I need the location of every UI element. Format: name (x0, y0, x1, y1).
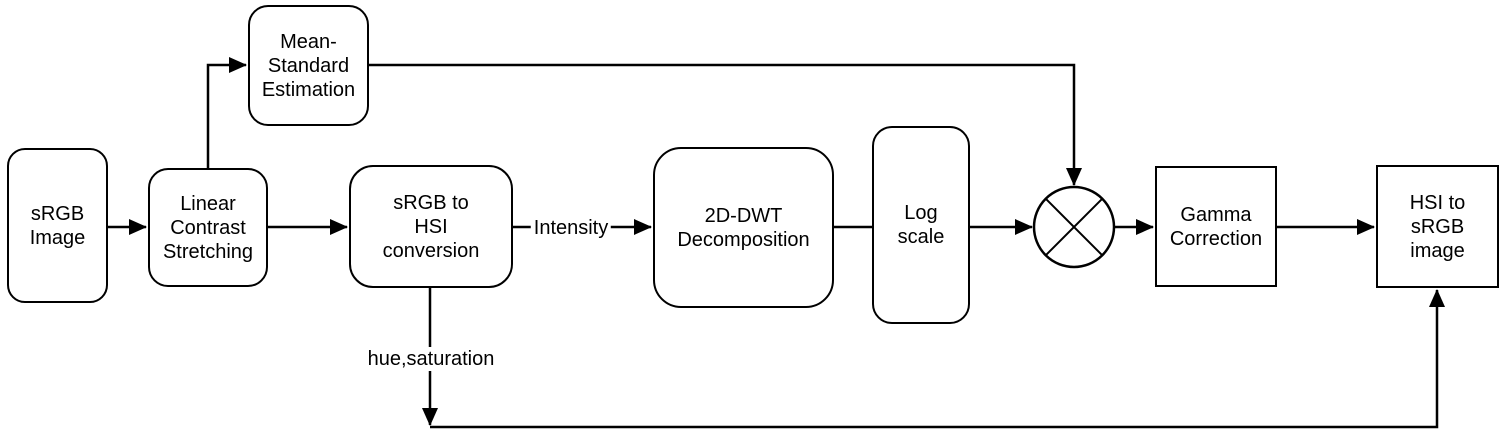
edge-lcs-to-meanstd (206, 57, 247, 168)
node-gamma-correction-label: Gamma Correction (1169, 203, 1263, 250)
node-hsi-to-srgb-image-label: HSI to sRGB image (1409, 191, 1466, 262)
node-mean-standard-estimation: Mean- Standard Estimation (248, 5, 369, 126)
node-linear-contrast-stretching-label: Linear Contrast Stretching (162, 192, 254, 263)
node-linear-contrast-stretching: Linear Contrast Stretching (148, 168, 268, 287)
edge-label-hue-saturation: hue,saturation (364, 347, 498, 371)
node-2d-dwt-decomposition: 2D-DWT Decomposition (653, 147, 834, 308)
node-srgb-to-hsi-conversion: sRGB to HSI conversion (349, 165, 513, 288)
node-mean-standard-estimation-label: Mean- Standard Estimation (261, 30, 356, 101)
node-hsi-to-srgb-image: HSI to sRGB image (1376, 165, 1499, 288)
node-srgb-image: sRGB Image (7, 148, 108, 303)
node-srgb-image-label: sRGB Image (29, 202, 86, 249)
node-gamma-correction: Gamma Correction (1155, 166, 1277, 287)
node-log-scale: Log scale (872, 126, 970, 324)
node-2d-dwt-decomposition-label: 2D-DWT Decomposition (677, 204, 810, 251)
node-srgb-to-hsi-conversion-label: sRGB to HSI conversion (382, 191, 480, 262)
multiply-junction-icon (1032, 185, 1116, 269)
edge-huesat-to-hsisrgb (430, 289, 1445, 429)
edge-label-intensity: Intensity (530, 216, 612, 240)
node-log-scale-label: Log scale (897, 202, 945, 248)
edge-meanstd-to-multiply (369, 63, 1082, 186)
